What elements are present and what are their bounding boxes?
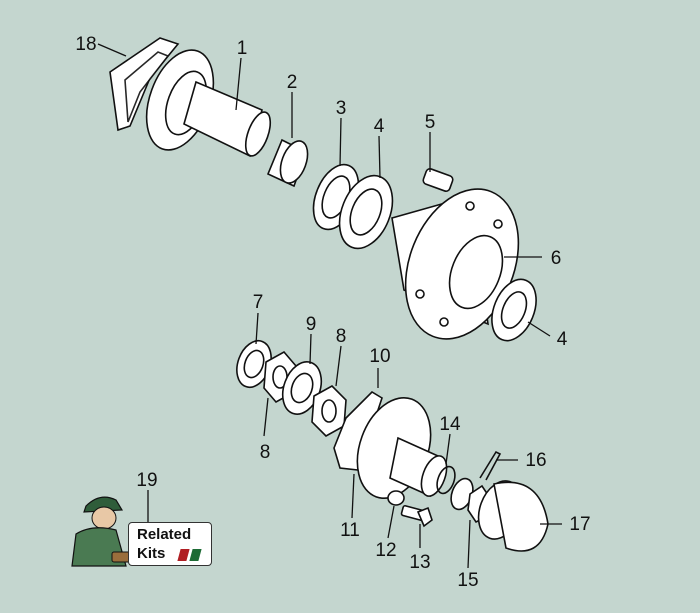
leader-14 bbox=[445, 433, 451, 465]
leader-4b bbox=[527, 321, 551, 337]
part-1-stub-axle bbox=[145, 49, 272, 158]
callout-18: 18 bbox=[75, 34, 96, 55]
callout-2: 2 bbox=[287, 72, 298, 93]
callout-8: 8 bbox=[260, 442, 271, 463]
part-17-hub-cap bbox=[477, 480, 549, 552]
leader-7 bbox=[255, 312, 259, 345]
part-8-nut-b bbox=[311, 385, 347, 437]
mechanic-mascot-icon bbox=[71, 496, 137, 567]
part-6-hub bbox=[391, 188, 520, 340]
callout-12: 12 bbox=[375, 540, 396, 561]
callout-7: 7 bbox=[253, 292, 264, 313]
part-5-stud bbox=[422, 168, 454, 192]
part-13-bolt bbox=[400, 504, 433, 528]
leader-11 bbox=[351, 473, 355, 519]
part-4-bearing-lower bbox=[491, 278, 537, 342]
leader-12 bbox=[387, 505, 395, 539]
leader-1 bbox=[235, 57, 242, 111]
callout-1: 1 bbox=[237, 38, 248, 59]
callout-6: 6 bbox=[551, 248, 562, 269]
part-16-split-pin bbox=[479, 450, 502, 481]
callout-4: 4 bbox=[374, 116, 385, 137]
callout-5: 5 bbox=[425, 112, 436, 133]
related-kits-button[interactable]: Related Kits bbox=[128, 522, 212, 566]
part-18-gasket bbox=[109, 37, 180, 132]
part-14-circlip bbox=[436, 465, 456, 495]
part-12-washer bbox=[387, 490, 405, 506]
callout-10: 10 bbox=[369, 346, 390, 367]
leader-8a bbox=[263, 397, 269, 437]
kits-label: Kits bbox=[137, 545, 166, 562]
leader-lines bbox=[97, 43, 562, 569]
callout-3: 3 bbox=[336, 98, 347, 119]
leader-15 bbox=[467, 519, 471, 569]
part-2-bush bbox=[266, 138, 309, 188]
callout-8: 8 bbox=[336, 326, 347, 347]
green-flag-icon bbox=[189, 549, 202, 561]
callout-13: 13 bbox=[409, 552, 430, 573]
callout-9: 9 bbox=[306, 314, 317, 335]
callout-19: 19 bbox=[136, 470, 157, 491]
callout-15: 15 bbox=[457, 570, 478, 591]
leader-9 bbox=[309, 333, 312, 365]
leader-3 bbox=[339, 117, 342, 167]
callout-17: 17 bbox=[569, 514, 590, 535]
related-kits-label: Related bbox=[137, 526, 192, 543]
callout-14: 14 bbox=[439, 414, 461, 435]
part-7-washer bbox=[236, 339, 272, 389]
callout-labels: 18 1 2 3 4 5 6 4 7 9 8 10 8 14 16 19 17 … bbox=[75, 34, 590, 591]
callout-11: 11 bbox=[340, 520, 360, 541]
leader-18 bbox=[97, 43, 127, 57]
callout-4: 4 bbox=[557, 329, 568, 350]
leader-8b bbox=[335, 345, 342, 387]
leader-4a bbox=[378, 135, 381, 179]
part-4-bearing-upper bbox=[338, 174, 394, 250]
red-flag-icon bbox=[177, 549, 190, 561]
part-9-lock-washer bbox=[281, 361, 323, 415]
callout-16: 16 bbox=[525, 450, 546, 471]
part-11-drive-flange bbox=[356, 396, 448, 500]
